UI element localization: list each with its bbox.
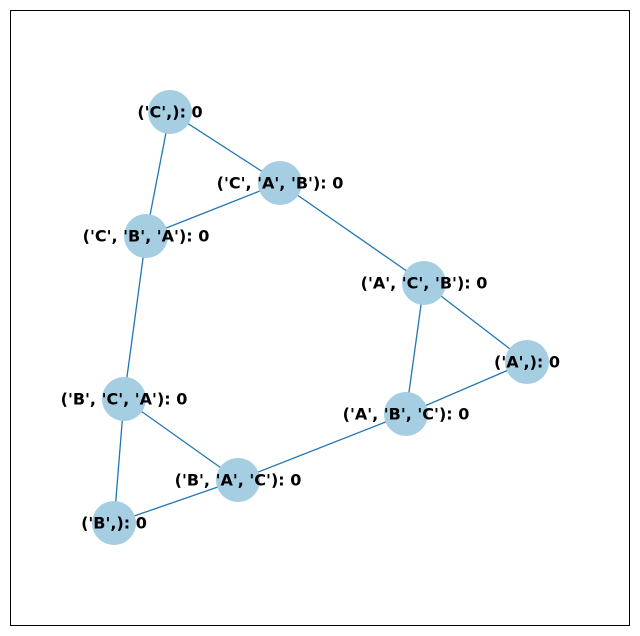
- node-label-acb: ('A', 'C', 'B'): 0: [361, 274, 488, 293]
- nodes-layer: [92, 90, 549, 545]
- node-label-b: ('B',): 0: [81, 514, 147, 533]
- node-label-cba: ('C', 'B', 'A'): 0: [83, 227, 210, 246]
- node-label-a: ('A',): 0: [494, 353, 560, 372]
- node-label-bac: ('B', 'A', 'C'): 0: [175, 471, 302, 490]
- node-label-bca: ('B', 'C', 'A'): 0: [61, 390, 188, 409]
- edge-acb-abc: [405, 282, 425, 415]
- node-bac: [216, 458, 260, 502]
- node-label-abc: ('A', 'B', 'C'): 0: [343, 405, 470, 424]
- node-bca: [102, 377, 146, 421]
- node-label-c: ('C',): 0: [137, 103, 202, 122]
- edge-bac-abc: [237, 413, 407, 481]
- node-b: [92, 501, 136, 545]
- edge-cab-acb: [279, 182, 425, 284]
- node-c: [148, 90, 192, 134]
- edge-cab-cba: [145, 182, 281, 237]
- edge-bca-bac: [123, 398, 239, 481]
- edge-cba-bca: [123, 235, 147, 400]
- node-abc: [384, 392, 428, 436]
- node-cba: [124, 214, 168, 258]
- labels-layer: ('C',): 0 ('C', 'A', 'B'): 0 ('C', 'B', 'A…: [61, 103, 560, 533]
- node-a: [505, 340, 549, 384]
- node-acb: [402, 261, 446, 305]
- plot-frame: [10, 10, 630, 626]
- node-cab: [258, 161, 302, 205]
- node-label-cab: ('C', 'A', 'B'): 0: [217, 174, 344, 193]
